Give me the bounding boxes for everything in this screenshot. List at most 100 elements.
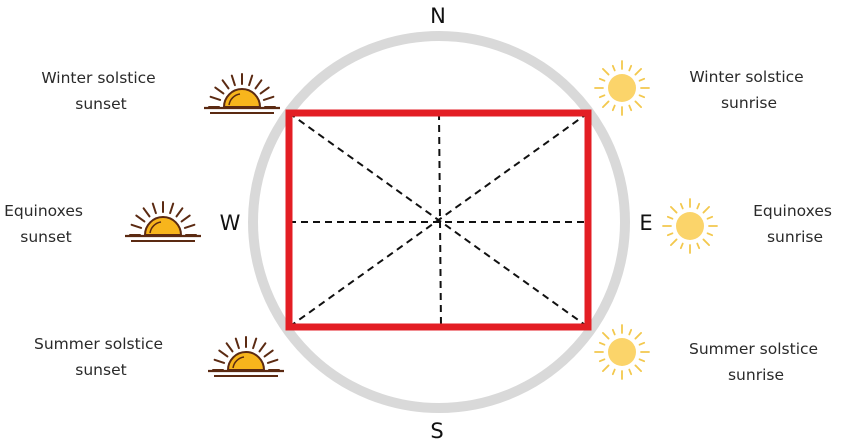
sun-ray — [130, 223, 143, 229]
sun-ray — [628, 368, 633, 376]
sun-ray — [666, 215, 674, 220]
sun-highlight — [228, 93, 241, 106]
sun-ray — [234, 337, 240, 350]
caption-line: Summer solstice — [689, 340, 818, 358]
sun-ray — [702, 238, 710, 246]
equinox-sunrise-caption: Equinoxes sunrise — [753, 202, 837, 246]
sun-ray — [670, 238, 678, 246]
sun-ray — [180, 214, 191, 223]
sun-ray — [611, 328, 616, 336]
caption-line: sunrise — [728, 366, 784, 384]
sun-disc — [226, 351, 266, 371]
sun-highlight — [232, 356, 245, 369]
summer-sunset-caption: Summer solstice sunset — [34, 335, 168, 379]
sun-ray — [230, 74, 236, 87]
sun-ray — [183, 223, 196, 229]
caption-line: sunset — [20, 228, 71, 246]
winter-sunrise-sun-icon — [594, 60, 650, 116]
sun-highlight — [149, 221, 162, 234]
sun-ray — [679, 242, 684, 250]
caption-line: Winter solstice — [689, 68, 803, 86]
sun-ray — [628, 104, 633, 112]
sun-ray — [221, 79, 230, 90]
sun-disc — [676, 212, 704, 240]
equinox-sunset-sun-icon — [125, 201, 201, 242]
sun-ray — [634, 100, 642, 108]
sun-ray — [628, 328, 633, 336]
equinox-sunrise-sun-icon — [662, 198, 718, 254]
compass-circle — [248, 31, 630, 413]
sun-disc — [608, 338, 636, 366]
sun-ray — [598, 77, 606, 82]
summer-sunset-sun-icon — [208, 336, 284, 377]
sun-ray — [696, 202, 701, 210]
caption-line: Summer solstice — [34, 335, 163, 353]
sun-ray — [262, 95, 275, 101]
sun-ray — [598, 341, 606, 346]
sun-ray — [706, 215, 714, 220]
sun-ray — [218, 349, 229, 358]
sun-ray — [628, 64, 633, 72]
sun-ray — [259, 86, 270, 95]
caption-line: sunset — [75, 361, 126, 379]
sun-ray — [638, 358, 646, 363]
sun-ray — [142, 207, 151, 218]
sun-ray — [696, 242, 701, 250]
sun-ray — [602, 68, 610, 76]
winter-sunset-sun-icon — [204, 73, 280, 114]
sun-ray — [254, 79, 263, 90]
sun-ray — [175, 207, 184, 218]
sun-disc — [222, 88, 262, 108]
caption-line: sunrise — [767, 228, 823, 246]
sun-ray — [225, 342, 234, 353]
west-label: W — [220, 211, 241, 235]
winter-sunset-caption: Winter solstice sunset — [41, 69, 160, 113]
winter-sunrise-caption: Winter solstice sunrise — [689, 68, 808, 112]
sun-disc — [143, 216, 183, 236]
caption-line: Winter solstice — [41, 69, 155, 87]
sun-disc — [608, 74, 636, 102]
summer-sunrise-sun-icon — [594, 324, 650, 380]
sun-ray — [213, 358, 226, 364]
summer-sunrise-caption: Summer solstice sunrise — [689, 340, 823, 384]
sun-ray — [679, 202, 684, 210]
sun-ray — [266, 358, 279, 364]
sun-ray — [602, 332, 610, 340]
sun-ray — [611, 64, 616, 72]
south-label: S — [430, 419, 443, 443]
sun-ray — [214, 86, 225, 95]
equinox-sunset-caption: Equinoxes sunset — [4, 202, 88, 246]
sun-ray — [263, 349, 274, 358]
caption-line: Equinoxes — [4, 202, 83, 220]
sun-ray — [602, 364, 610, 372]
sun-ray — [634, 332, 642, 340]
sun-ray — [638, 94, 646, 99]
sun-ray — [638, 341, 646, 346]
building-rectangle — [285, 109, 592, 331]
north-label: N — [430, 4, 446, 28]
caption-line: sunset — [75, 95, 126, 113]
sun-ray — [258, 342, 267, 353]
dashed-guides — [288, 112, 589, 328]
sun-ray — [638, 77, 646, 82]
east-label: E — [639, 211, 652, 235]
sun-ray — [702, 206, 710, 214]
sun-ray — [248, 74, 254, 87]
sun-ray — [634, 364, 642, 372]
sun-ray — [598, 94, 606, 99]
sun-ray — [135, 214, 146, 223]
sun-ray — [252, 337, 258, 350]
sun-ray — [209, 95, 222, 101]
sun-ray — [706, 232, 714, 237]
sun-ray — [666, 232, 674, 237]
caption-line: Equinoxes — [753, 202, 832, 220]
sun-ray — [670, 206, 678, 214]
diagonal-ne-sw — [288, 112, 589, 328]
sun-ray — [169, 202, 175, 215]
sun-ray — [602, 100, 610, 108]
sun-ray — [634, 68, 642, 76]
sun-ray — [611, 368, 616, 376]
sun-ray — [611, 104, 616, 112]
sun-ray — [151, 202, 157, 215]
